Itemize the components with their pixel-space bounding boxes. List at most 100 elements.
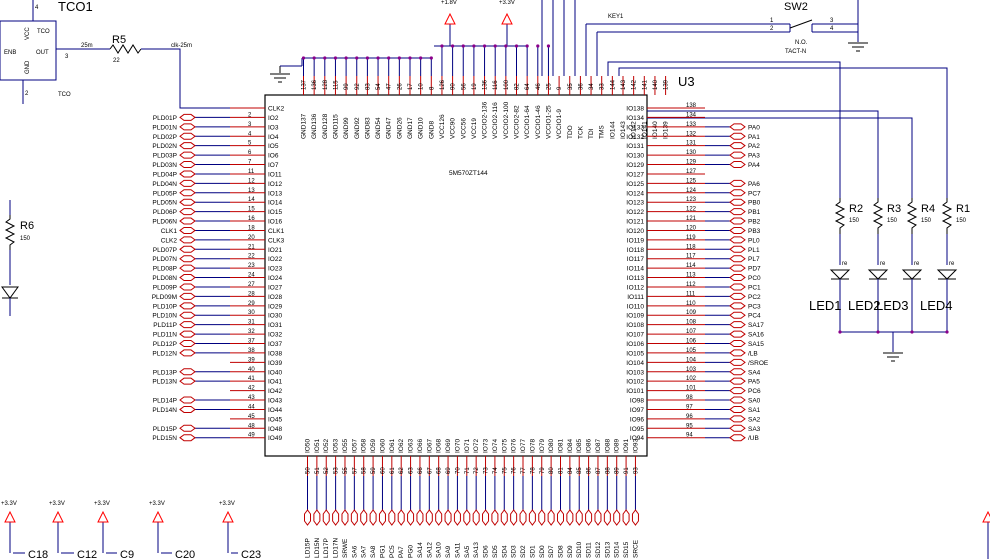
top-pin-number: 25 <box>546 83 552 90</box>
left-pin-number: 13 <box>248 188 255 194</box>
net-port-icon <box>444 509 452 526</box>
net-port-icon <box>510 509 518 526</box>
right-pin-number: 108 <box>686 320 697 326</box>
bottom-pin-name: IO52 <box>323 439 330 453</box>
bottom-pin-name: IO71 <box>464 439 471 453</box>
left-pin-number: 4 <box>248 131 252 137</box>
right-pin-number: 129 <box>686 160 697 166</box>
right-net-label: PA4 <box>748 162 760 169</box>
left-pin-name: CLK2 <box>268 106 285 113</box>
left-net-label: PLD03P <box>153 153 177 160</box>
bottom-pin-number: 62 <box>399 467 405 474</box>
right-pin-number: 117 <box>686 254 696 260</box>
bottom-pin-name: IO91 <box>623 439 630 453</box>
net-port-icon <box>179 142 196 150</box>
net-port-icon <box>603 509 611 526</box>
bottom-net-label: SA11 <box>454 542 461 558</box>
led-ref: LED1 <box>809 298 842 313</box>
led-resistor-ref: R1 <box>956 203 970 215</box>
right-pin-number: 122 <box>686 207 697 213</box>
left-pin-number: 12 <box>248 178 255 184</box>
r6-resistor-symbol <box>4 215 16 250</box>
top-pin-name: TMS <box>599 125 606 139</box>
net-port-icon <box>729 368 746 376</box>
net-port-icon <box>729 208 746 216</box>
bottom-pin-number: 91 <box>624 467 630 474</box>
left-pin-name: IO16 <box>268 219 282 226</box>
power-arrow-cap-c20 <box>152 510 164 523</box>
left-pin-name: IO22 <box>268 256 282 263</box>
u3-part-number: 5M570ZT144 <box>449 170 488 177</box>
left-pin-number: 44 <box>248 404 255 410</box>
power-arrow-right-edge <box>982 510 990 523</box>
right-net-label: PC6 <box>748 388 761 395</box>
left-net-label: PLD12N <box>152 350 177 357</box>
net-port-icon <box>729 198 746 206</box>
right-net-label: PA1 <box>748 134 760 141</box>
osc-pin-enb: ENB <box>4 50 16 56</box>
left-pin-number: 31 <box>248 320 255 326</box>
led-resistor-symbol <box>906 198 918 234</box>
left-pin-name: IO40 <box>268 369 282 376</box>
top-pin-name: GND8 <box>428 121 435 139</box>
right-pin-number: 123 <box>686 197 697 203</box>
left-pin-number: 27 <box>248 282 255 288</box>
sw2-pin-1: 1 <box>770 18 774 24</box>
net-port-icon <box>179 123 196 131</box>
right-pin-number: 138 <box>686 103 697 109</box>
right-net-label: PC4 <box>748 313 761 320</box>
bottom-pin-number: 71 <box>465 467 471 474</box>
left-net-label: PLD13P <box>153 369 177 376</box>
bottom-net-label: SD14 <box>614 541 621 558</box>
right-net-label: PC7 <box>748 190 761 197</box>
led-tag: re <box>949 261 955 267</box>
left-pin-name: IO4 <box>268 134 279 141</box>
right-pin-number: 97 <box>686 404 693 410</box>
junction-dot <box>525 44 529 48</box>
net-port-icon <box>729 226 746 234</box>
net-port-icon <box>500 509 508 526</box>
bottom-pin-number: 81 <box>558 467 564 474</box>
ground-symbol-top-left <box>270 73 290 83</box>
net-port-icon <box>622 509 630 526</box>
left-net-label: PLD06P <box>153 209 177 216</box>
right-pin-name: IO107 <box>626 332 644 339</box>
right-pin-name: IO103 <box>626 369 644 376</box>
bottom-pin-name: IO70 <box>454 439 461 453</box>
led-icon <box>901 269 923 280</box>
right-pin-name: IO113 <box>627 275 645 282</box>
power-arrow-3v3-top <box>501 12 513 25</box>
right-pin-name: IO122 <box>626 209 644 216</box>
net-port-icon <box>729 255 746 263</box>
junction-dot <box>387 56 391 60</box>
junction-dot <box>910 330 914 334</box>
bottom-net-label: SA7 <box>361 545 368 558</box>
left-pin-number: 3 <box>248 122 252 128</box>
right-pin-name: IO124 <box>626 190 644 197</box>
net-port-icon <box>179 226 196 234</box>
right-pin-number: 95 <box>686 423 693 429</box>
junction-dot <box>333 56 338 60</box>
bottom-net-label: SA13 <box>473 542 480 558</box>
bottom-net-label: PC5 <box>389 545 396 558</box>
left-pin-number: 48 <box>248 423 255 429</box>
bottom-net-label: SA10 <box>436 542 443 558</box>
left-pin-number: 24 <box>248 273 255 279</box>
net-port-icon <box>729 132 746 140</box>
net-port-icon <box>369 509 377 526</box>
net-port-icon <box>332 509 340 526</box>
left-pin-number: 14 <box>248 197 255 203</box>
right-pin-number: 130 <box>686 150 697 156</box>
bottom-pin-number: 52 <box>324 467 330 474</box>
top-pin-name: IO139 <box>663 121 670 139</box>
top-pin-name: GND136 <box>311 113 318 139</box>
net-port-icon <box>179 377 196 385</box>
net-port-icon <box>179 170 196 178</box>
left-net-label: CLK2 <box>161 237 178 244</box>
left-net-label: PLD14P <box>153 398 177 405</box>
net-port-icon <box>179 189 196 197</box>
top-pin-number: 17 <box>408 83 414 90</box>
net-port-icon <box>482 509 490 526</box>
r5-resistor-symbol <box>109 44 142 54</box>
